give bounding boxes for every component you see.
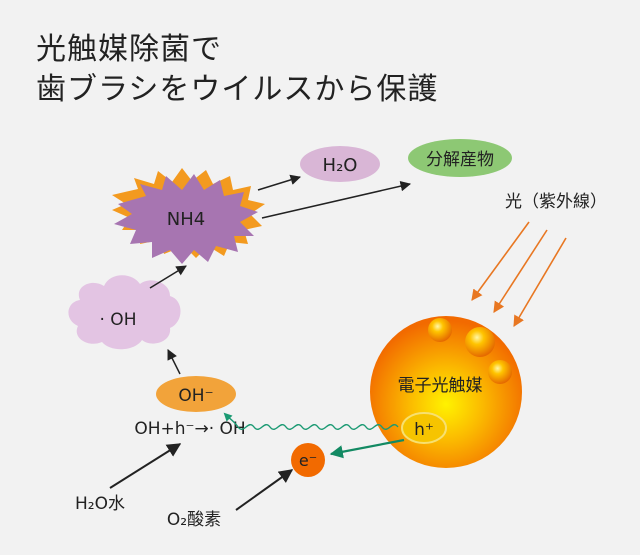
catalyst-particle bbox=[428, 318, 452, 342]
photocatalyst-label: 電子光触媒 bbox=[398, 376, 483, 396]
arrow-ohminus-to-oh bbox=[167, 349, 181, 375]
light-label: 光（紫外線） bbox=[505, 192, 607, 212]
arrow-nh4-to-h2o bbox=[257, 174, 302, 191]
light-arrows bbox=[471, 221, 567, 327]
light-arrow bbox=[493, 229, 548, 313]
oxygen-label: O₂酸素 bbox=[167, 510, 221, 530]
catalyst-particle bbox=[488, 360, 512, 384]
h2o-product-label: H₂O bbox=[323, 155, 358, 176]
title-line-2: 歯ブラシをウイルスから保護 bbox=[36, 72, 439, 107]
catalyst-particle bbox=[465, 327, 495, 357]
oh-minus-bubble: OH⁻ bbox=[156, 376, 236, 412]
oh-minus-label: OH⁻ bbox=[178, 386, 213, 406]
arrow-water-to-reaction bbox=[109, 443, 182, 489]
electron-bubble: e⁻ bbox=[291, 443, 325, 477]
light-arrow bbox=[513, 237, 567, 327]
hole-bubble: h⁺ bbox=[401, 412, 447, 444]
arrow-oxygen-to-electron bbox=[235, 469, 294, 511]
arrow-nh4-to-decomposition bbox=[261, 180, 412, 219]
decomposition-bubble: 分解産物 bbox=[408, 139, 512, 177]
hole-label: h⁺ bbox=[414, 420, 434, 440]
flow-arrows bbox=[109, 174, 412, 511]
nh4-label: NH4 bbox=[167, 209, 205, 230]
electron-label: e⁻ bbox=[299, 451, 317, 470]
oh-radical-label: · OH bbox=[100, 310, 137, 330]
electron-arrow bbox=[329, 438, 405, 459]
decomposition-label: 分解産物 bbox=[426, 150, 494, 170]
arrow-oh-to-nh4 bbox=[149, 265, 187, 289]
photocatalyst-sphere: 電子光触媒 bbox=[370, 316, 522, 468]
nh4-burst: NH4 bbox=[112, 168, 265, 264]
water-label: H₂O水 bbox=[75, 494, 125, 514]
light-arrow bbox=[471, 221, 530, 301]
oh-radical-cloud: · OH bbox=[68, 275, 181, 350]
energy-wave bbox=[223, 412, 399, 430]
title-line-1: 光触媒除菌で bbox=[36, 32, 222, 67]
reaction-equation: OH+h⁻→· OH bbox=[134, 419, 245, 439]
h2o-product-bubble: H₂O bbox=[300, 146, 380, 182]
